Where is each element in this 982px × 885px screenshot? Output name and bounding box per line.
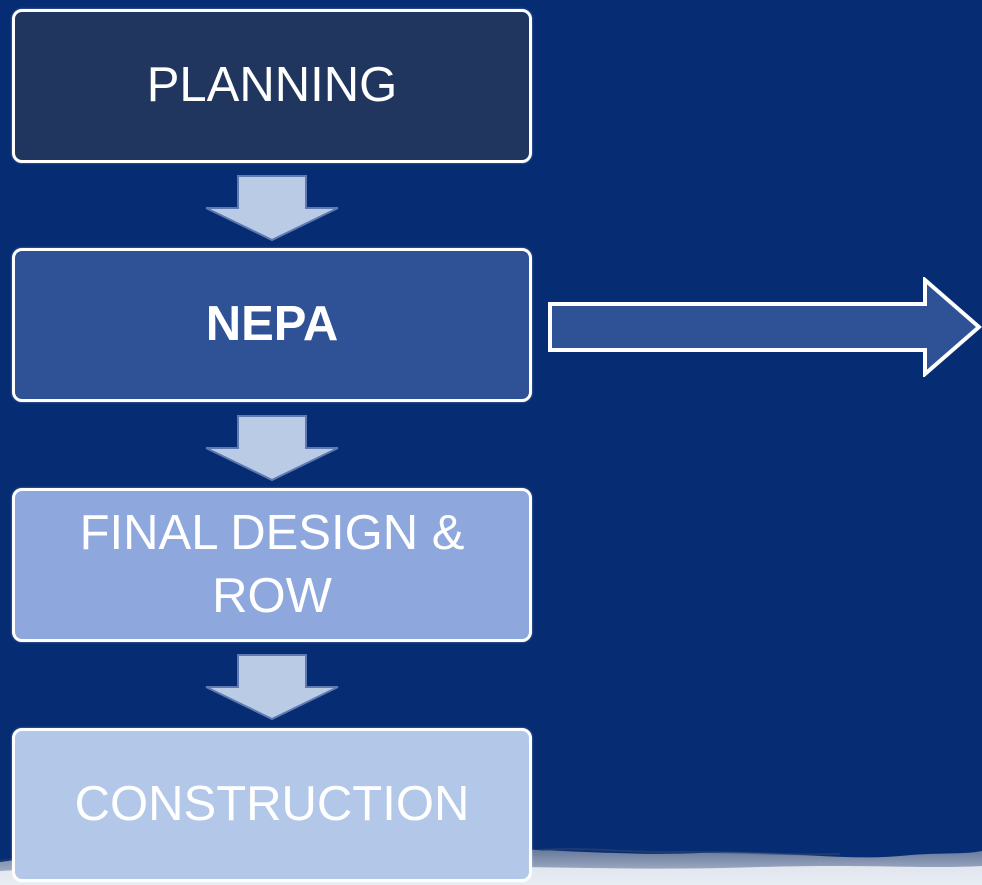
down-arrow-2-shape xyxy=(205,415,339,482)
down-arrow-1-shape xyxy=(205,175,339,242)
construction-stage: CONSTRUCTION xyxy=(12,728,532,882)
planning-stage: PLANNING xyxy=(12,9,532,163)
nepa-stage-label: NEPA xyxy=(205,297,339,352)
down-arrow-2-icon xyxy=(204,414,340,482)
final-design-stage-label: FINAL DESIGN & ROW xyxy=(79,506,465,623)
final-design-stage: FINAL DESIGN & ROW xyxy=(12,488,532,642)
down-arrow-1-icon xyxy=(204,174,340,242)
down-arrow-3-icon xyxy=(204,653,340,721)
down-arrow-3-shape xyxy=(205,654,339,721)
right-arrow-shape xyxy=(548,277,982,377)
construction-stage-label: CONSTRUCTION xyxy=(74,777,470,832)
nepa-stage: NEPA xyxy=(12,248,532,402)
right-arrow-icon xyxy=(547,277,982,377)
planning-stage-label: PLANNING xyxy=(146,58,398,113)
